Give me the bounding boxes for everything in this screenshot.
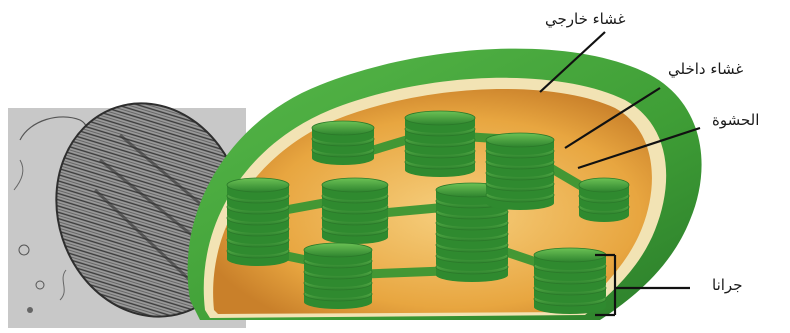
thylakoid-disk — [579, 178, 629, 192]
thylakoid-disk — [304, 243, 372, 257]
thylakoid-disk — [227, 178, 289, 192]
label-stroma: الحشوة — [712, 113, 759, 128]
granum-stack — [579, 178, 629, 222]
thylakoid-disk — [405, 111, 475, 125]
granum-stack — [486, 133, 554, 210]
label-inner-membrane: غشاء داخلي — [668, 62, 743, 77]
granum-stack — [405, 111, 475, 177]
granum-stack — [304, 243, 372, 309]
granum-stack — [322, 178, 388, 244]
granum-stack — [227, 178, 289, 266]
chloroplast-illustration — [188, 49, 702, 320]
label-outer-membrane: غشاء خارجي — [545, 12, 625, 27]
label-grana: جرانا — [712, 278, 742, 293]
thylakoid-disk — [312, 121, 374, 135]
thylakoid-disk — [322, 178, 388, 192]
granum-stack — [534, 248, 606, 314]
granum-stack — [312, 121, 374, 165]
thylakoid-disk — [486, 133, 554, 147]
